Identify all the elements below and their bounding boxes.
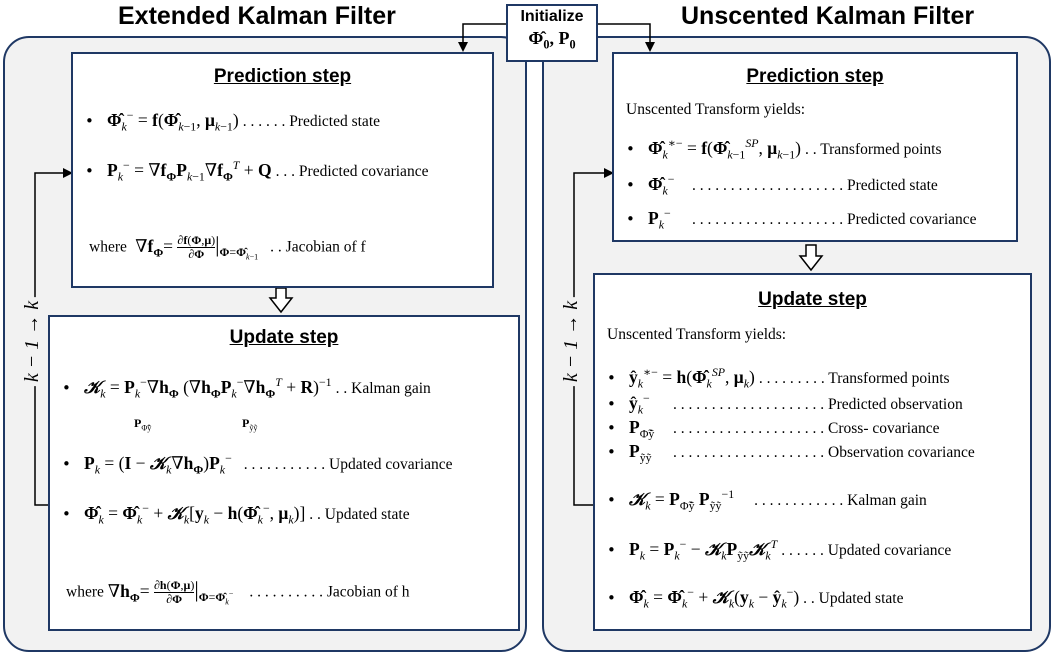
ukf-upd-eq6-math: Pk = Pk− − 𝒦kPỹỹ𝒦kT [629, 537, 778, 563]
ukf-pred-eq1: •Φ̂k∗− = f(Φ̂k−1SP, μk−1) . . Transforme… [626, 136, 942, 162]
ekf-loop-label: k − 1 → k [19, 296, 47, 387]
ekf-title: Extended Kalman Filter [118, 2, 396, 30]
ukf-upd-eq6: •Pk = Pk− − 𝒦kPỹỹ𝒦kT . . . . . . Updated… [607, 537, 952, 563]
ekf-upd-eq3: •Φ̂k = Φ̂k− + 𝒦k[yk − h(Φ̂k−, μk)] . . U… [62, 501, 410, 527]
ukf-upd-eq7-label: . . Updated state [803, 590, 904, 607]
ekf-upd-jacobian-math: ∇hΦ= ∂h(Φ,μ)∂Φ|Φ=Φ̂k− [107, 576, 234, 607]
ekf-upd-eq3-math: Φ̂k = Φ̂k− + 𝒦k[yk − h(Φ̂k−, μk)] [84, 501, 306, 527]
ekf-upd-eq2-math: Pk = (I − 𝒦k∇hΦ)Pk− [84, 451, 232, 477]
ekf-upd-eq2: •Pk = (I − 𝒦k∇hΦ)Pk− . . . . . . . . . .… [62, 451, 453, 477]
ukf-upd-eq6-label: . . . . . . Updated covariance [781, 542, 952, 559]
ukf-pred-eq3-label: . . . . . . . . . . . . . . . . . . . . … [692, 211, 977, 228]
ekf-pred-jacobian-math: ∇fΦ= ∂f(Φ,μ)∂Φ|Φ=Φ̂k−1 [130, 231, 259, 262]
ekf-pred-eq1-label: . . . . . . Predicted state [242, 113, 381, 130]
ukf-update-title: Update step [758, 289, 867, 310]
initialize-title: Initialize [520, 8, 584, 25]
ukf-upd-intro: Unscented Transform yields: [607, 326, 787, 343]
initialize-box: Initialize Φ̂0, P0 [506, 4, 598, 62]
ukf-pred-eq3: •Pk− . . . . . . . . . . . . . . . . . .… [626, 206, 977, 232]
ekf-prediction-title: Prediction step [213, 66, 352, 87]
ekf-pred-eq2-math: Pk− = ∇fΦPk−1∇fΦT + Q [107, 158, 272, 184]
ekf-update-box: Update step •𝒦k = Pk−∇hΦ (∇hΦPk−∇hΦT + R… [48, 315, 520, 631]
ekf-pred-jacobian: where ∇fΦ= ∂f(Φ,μ)∂Φ|Φ=Φ̂k−1 . . Jacobia… [89, 231, 366, 262]
ukf-pred-eq1-math: Φ̂k∗− = f(Φ̂k−1SP, μk−1) [648, 136, 801, 162]
ekf-upd-eq1-label: . . Kalman gain [335, 380, 431, 397]
ekf-upd-under2: Pỹỹ [242, 416, 258, 433]
ukf-upd-eq3-label: . . . . . . . . . . . . . . . . . . . . … [673, 420, 940, 437]
ukf-pred-eq2-math: Φ̂k− [648, 172, 675, 198]
initialize-value: Φ̂0, P0 [528, 28, 576, 52]
ukf-upd-eq5-label: . . . . . . . . . . . . Kalman gain [754, 492, 927, 509]
ukf-upd-eq1-label: . . . . . . . . . Transformed points [758, 370, 950, 387]
ekf-pred-where: where [89, 238, 127, 256]
ekf-prediction-box: Prediction step •Φ̂k− = f(Φ̂k−1, μk−1) .… [71, 52, 494, 288]
ukf-upd-eq1: •ŷk∗− = h(Φ̂kSP, μk) . . . . . . . . . T… [607, 365, 950, 391]
ukf-pred-eq3-math: Pk− [648, 206, 671, 232]
ukf-upd-eq5-math: 𝒦k = PΦ̃ỹ Pỹỹ−1 [629, 487, 735, 513]
ekf-pred-eq1-math: Φ̂k− = f(Φ̂k−1, μk−1) [107, 108, 239, 134]
ukf-upd-eq4-math: Pỹỹ [629, 441, 652, 465]
ukf-upd-eq7-math: Φ̂k = Φ̂k− + 𝒦k(yk − ŷk−) [629, 585, 800, 611]
ukf-update-box: Update step Unscented Transform yields: … [593, 273, 1032, 631]
ukf-loop-label: k − 1 → k [558, 296, 586, 387]
ukf-upd-eq4: •Pỹỹ . . . . . . . . . . . . . . . . . .… [607, 441, 975, 465]
ekf-pred-jacobian-label: . . Jacobian of f [270, 238, 366, 256]
ekf-update-title: Update step [229, 327, 339, 348]
ekf-pred-eq2: •Pk− = ∇fΦPk−1∇fΦT + Q . . . Predicted c… [85, 158, 429, 184]
ekf-upd-jacobian-label: . . . . . . . . . . Jacobian of h [249, 583, 410, 601]
ukf-title: Unscented Kalman Filter [681, 2, 975, 30]
ekf-upd-eq2-label: . . . . . . . . . . . Updated covariance [243, 456, 453, 473]
ekf-pred-eq1: •Φ̂k− = f(Φ̂k−1, μk−1) . . . . . . Predi… [85, 108, 381, 134]
ukf-prediction-box: Prediction step Unscented Transform yiel… [612, 52, 1018, 242]
ukf-upd-eq3-math: PΦ̃ỹ [629, 417, 655, 441]
ukf-upd-eq3: •PΦ̃ỹ . . . . . . . . . . . . . . . . . … [607, 417, 940, 441]
ekf-upd-jacobian: where ∇hΦ= ∂h(Φ,μ)∂Φ|Φ=Φ̂k− . . . . . . … [66, 576, 410, 607]
ukf-upd-eq5: •𝒦k = PΦ̃ỹ Pỹỹ−1 . . . . . . . . . . . .… [607, 487, 927, 513]
ukf-upd-eq7: •Φ̂k = Φ̂k− + 𝒦k(yk − ŷk−) . . Updated s… [607, 585, 904, 611]
ekf-upd-eq3-label: . . Updated state [309, 506, 410, 523]
ekf-upd-where: where [66, 583, 104, 601]
ekf-upd-eq1-math: 𝒦k = Pk−∇hΦ (∇hΦPk−∇hΦT + R)−1 [84, 375, 332, 401]
ukf-upd-eq2-label: . . . . . . . . . . . . . . . . . . . . … [673, 396, 963, 413]
ukf-pred-eq1-label: . . Transformed points [804, 141, 942, 158]
ukf-pred-eq2: •Φ̂k− . . . . . . . . . . . . . . . . . … [626, 172, 938, 198]
ekf-pred-eq2-label: . . . Predicted covariance [275, 163, 429, 180]
ukf-upd-eq2: •ŷk− . . . . . . . . . . . . . . . . . .… [607, 391, 963, 417]
ukf-upd-eq4-label: . . . . . . . . . . . . . . . . . . . . … [673, 444, 975, 461]
ukf-pred-intro: Unscented Transform yields: [626, 101, 806, 118]
ukf-prediction-title: Prediction step [746, 66, 884, 87]
ekf-upd-eq1: •𝒦k = Pk−∇hΦ (∇hΦPk−∇hΦT + R)−1 . . Kalm… [62, 375, 431, 401]
ukf-upd-eq2-math: ŷk− [629, 391, 650, 417]
ekf-upd-under1: PΦ̃ỹ [134, 416, 152, 433]
ukf-pred-eq2-label: . . . . . . . . . . . . . . . . . . . . … [692, 177, 938, 194]
ukf-upd-eq1-math: ŷk∗− = h(Φ̂kSP, μk) [629, 365, 755, 391]
